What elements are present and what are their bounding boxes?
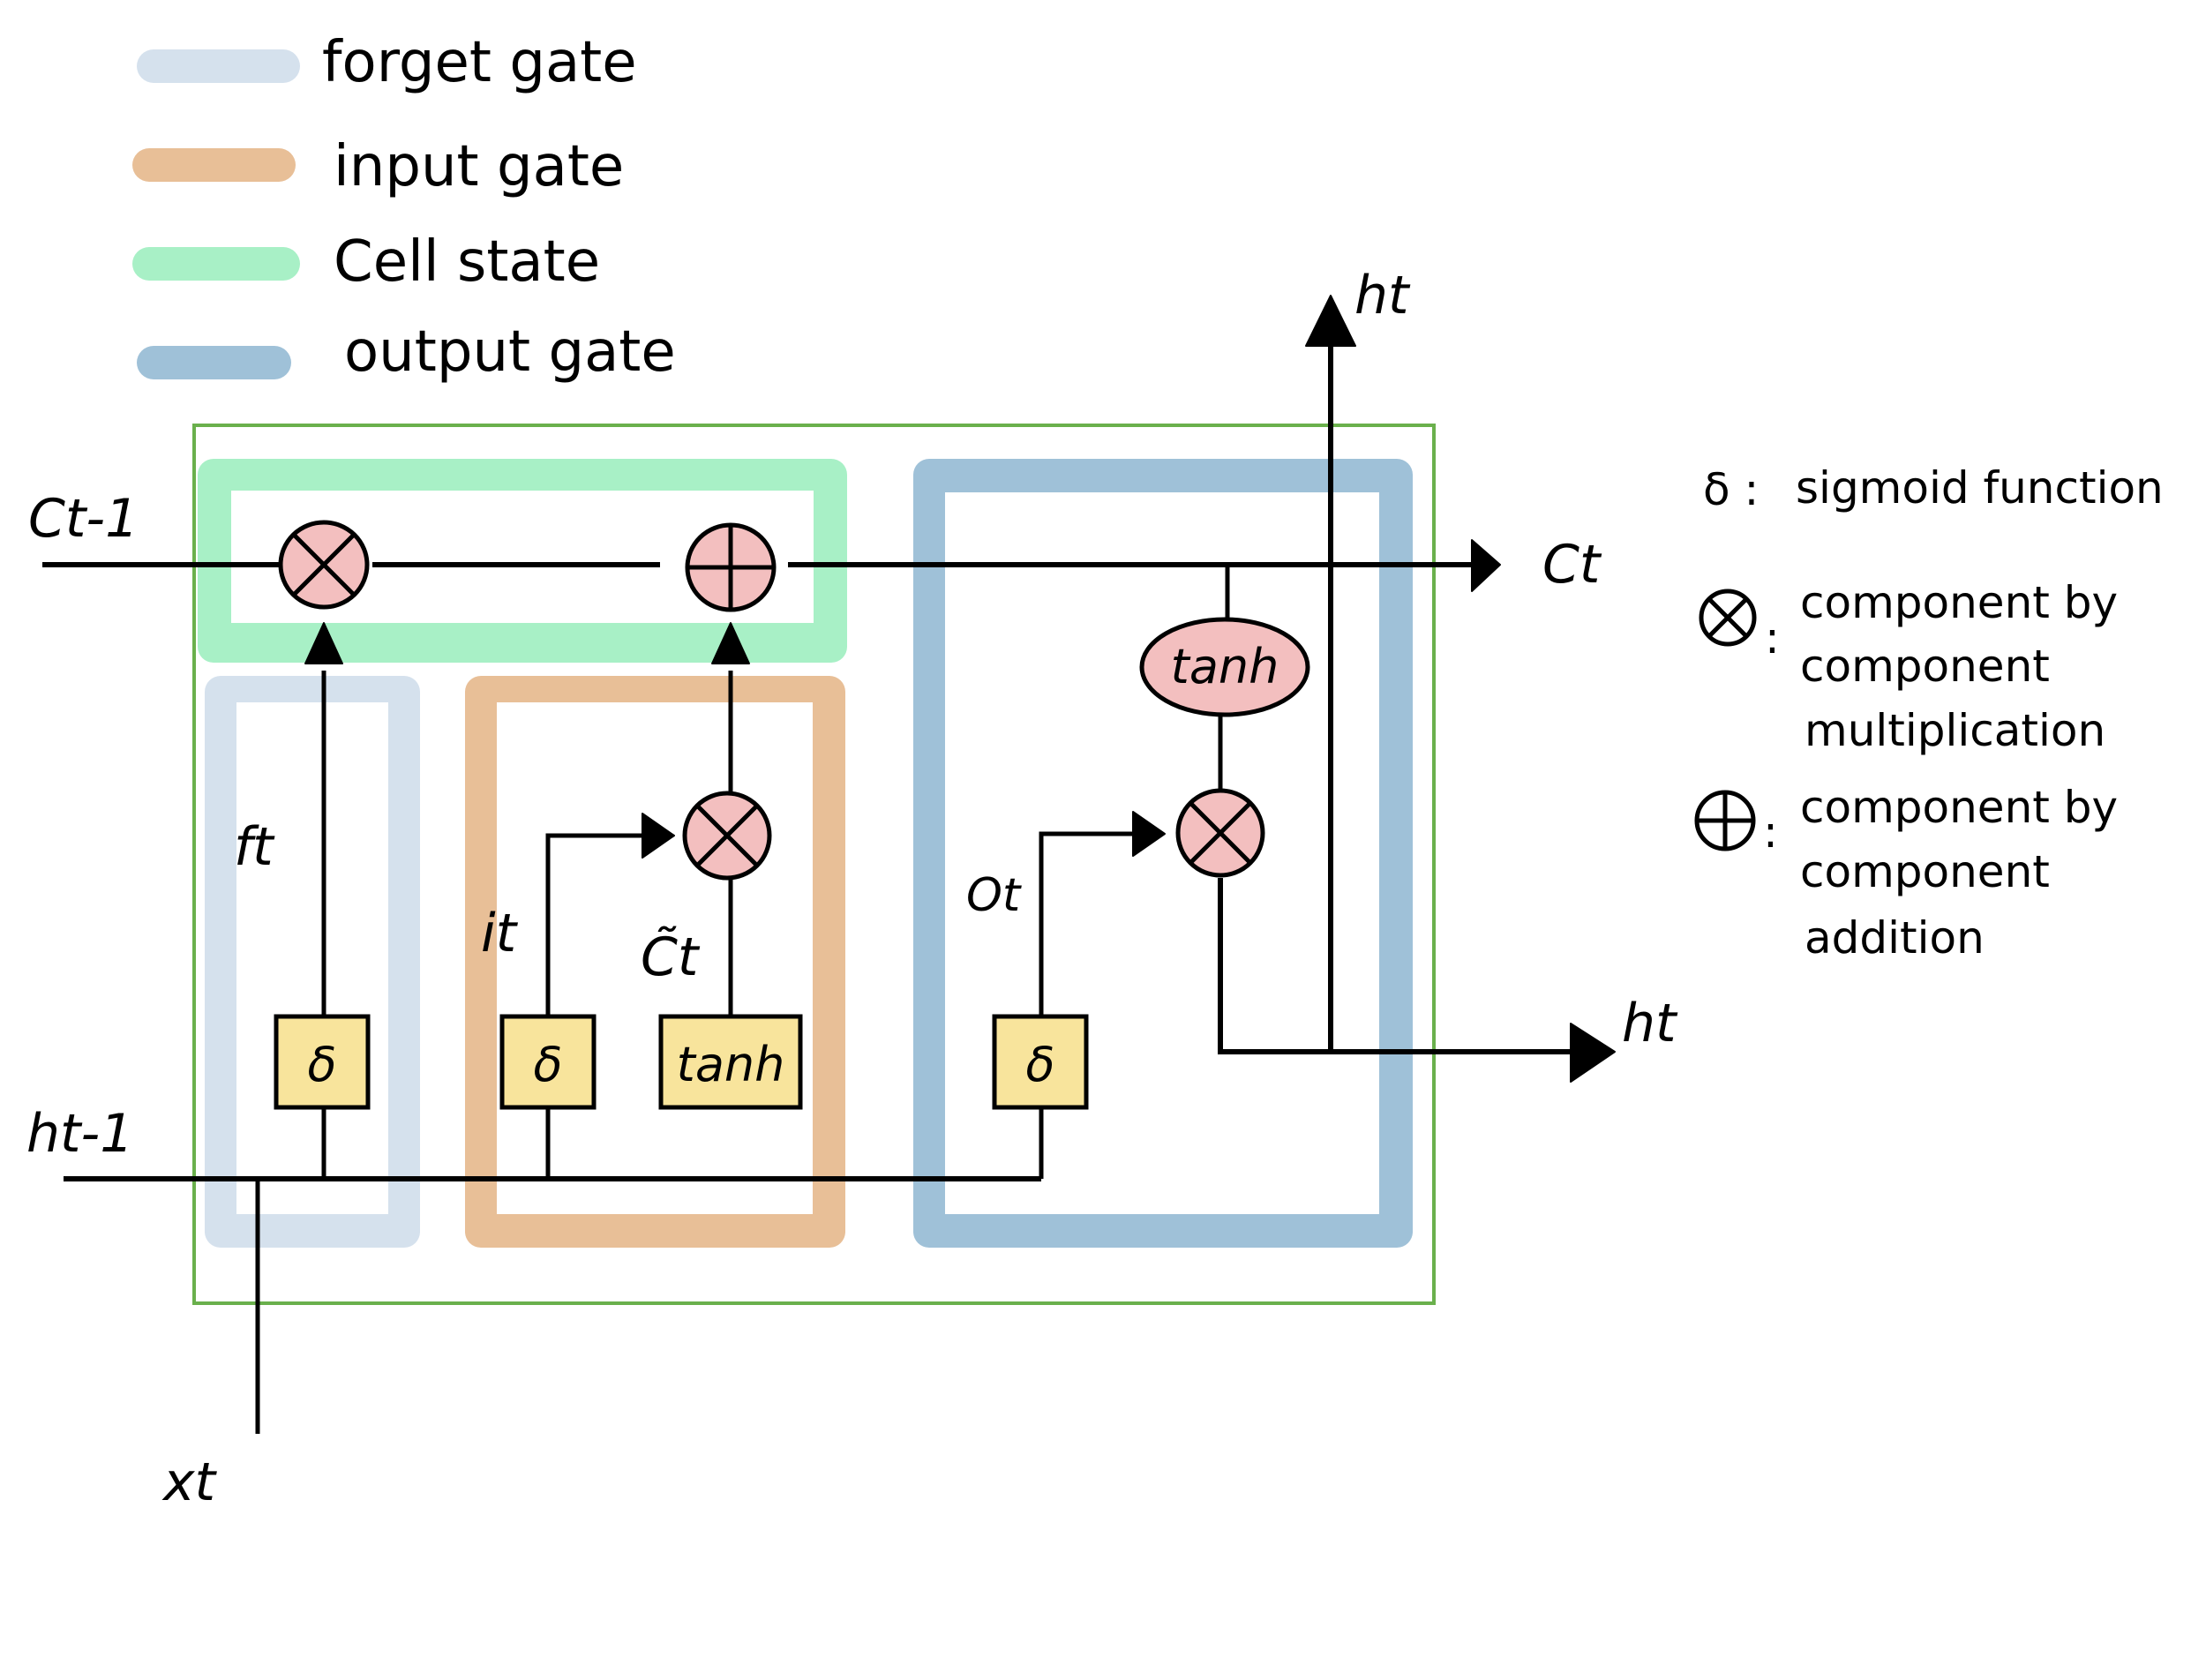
forget-sigmoid-label: δ xyxy=(307,1037,336,1092)
input-signal-label: it xyxy=(481,903,519,964)
key-sigmoid: δ : sigmoid function xyxy=(1703,462,2164,515)
input-right-arrow xyxy=(642,813,675,859)
svg-text::: : xyxy=(1763,806,1778,858)
output-signal-label: Ot xyxy=(966,869,1022,922)
hidden-top-label: ht xyxy=(1354,265,1411,326)
legend-label-output: output gate xyxy=(344,319,676,385)
output-signal-line xyxy=(1039,831,1138,1015)
add-icon xyxy=(1694,790,1756,851)
legend-item-output-gate: output gate xyxy=(137,319,676,385)
hidden-up-arrow xyxy=(1305,295,1356,347)
cell-state-out-arrow xyxy=(1471,539,1501,592)
output-sigmoid-box: δ xyxy=(992,1014,1089,1110)
operators: tanh xyxy=(278,520,1310,881)
cell-out-label: Ct xyxy=(1542,534,1602,596)
svg-text::: : xyxy=(1765,612,1780,664)
add-desc-line-1: component by xyxy=(1800,782,2118,833)
multiply-icon xyxy=(1699,589,1757,647)
legend-swatch-cell xyxy=(132,247,300,281)
cell-tanh-op: tanh xyxy=(1139,617,1310,717)
cell-add-op xyxy=(685,522,777,612)
multiply-desc-line-2: component xyxy=(1800,641,2050,692)
legend-label-cell: Cell state xyxy=(334,229,600,295)
gate-regions xyxy=(198,459,1413,1248)
input-signal-line xyxy=(545,833,649,1015)
prev-cell-label: Ct-1 xyxy=(28,488,139,550)
legend: forget gate input gate Cell state output… xyxy=(132,30,676,385)
legend-item-cell-state: Cell state xyxy=(132,229,600,295)
labels: Ct-1 ht-1 xt Ct ht ht ft it C̃t Ot xyxy=(26,265,1678,1513)
candidate-tanh-box: tanh xyxy=(658,1014,803,1110)
prev-hidden-label: ht-1 xyxy=(26,1103,133,1165)
add-desc-line-2: component xyxy=(1800,846,2050,897)
output-sigmoid-label: δ xyxy=(1025,1037,1054,1092)
tanh-ellipse xyxy=(1139,617,1310,717)
legend-label-forget: forget gate xyxy=(322,30,637,95)
lstm-cell-border xyxy=(192,424,1436,1305)
input-sigmoid-box: δ xyxy=(499,1014,597,1110)
cell-tanh-label: tanh xyxy=(1171,639,1279,694)
input-multiply-op xyxy=(682,791,772,881)
legend-item-forget-gate: forget gate xyxy=(137,30,637,95)
legend-label-input: input gate xyxy=(334,134,624,199)
multiply-desc-line-3: multiplication xyxy=(1805,705,2105,756)
hidden-right-label: ht xyxy=(1622,993,1678,1054)
x-input-label: xt xyxy=(161,1451,218,1513)
legend-swatch-output xyxy=(137,346,291,379)
output-gate-region xyxy=(913,459,1413,1248)
add-desc-line-3: addition xyxy=(1805,912,1985,964)
hidden-out-line xyxy=(1218,878,1575,1054)
cell-state-region xyxy=(198,459,847,663)
forget-up-arrow xyxy=(304,622,343,664)
output-multiply-op xyxy=(1175,788,1265,878)
output-right-arrow xyxy=(1132,811,1166,857)
forget-signal-label: ft xyxy=(234,816,275,878)
hidden-right-arrow xyxy=(1570,1023,1616,1083)
candidate-signal-label: C̃t xyxy=(641,926,701,988)
sigmoid-symbol: δ : xyxy=(1703,464,1759,515)
legend-swatch-input xyxy=(132,148,296,182)
activations: δ δ tanh δ xyxy=(274,1014,1089,1110)
legend-item-input-gate: input gate xyxy=(132,134,624,199)
multiply-desc-line-1: component by xyxy=(1800,577,2118,628)
sigmoid-description: sigmoid function xyxy=(1796,462,2164,514)
forget-sigmoid-box: δ xyxy=(274,1014,371,1110)
key-add: : component by component addition xyxy=(1694,782,2118,964)
candidate-tanh-label: tanh xyxy=(677,1037,785,1092)
legend-swatch-forget xyxy=(137,49,300,83)
symbol-key: δ : sigmoid function : component by comp… xyxy=(1694,462,2164,964)
key-multiply: : component by component multiplication xyxy=(1699,577,2118,756)
forget-gate-region xyxy=(205,676,420,1248)
input-up-arrow xyxy=(711,622,750,664)
forget-multiply-op xyxy=(278,520,370,610)
wires xyxy=(42,295,1616,1434)
input-sigmoid-label: δ xyxy=(533,1037,562,1092)
